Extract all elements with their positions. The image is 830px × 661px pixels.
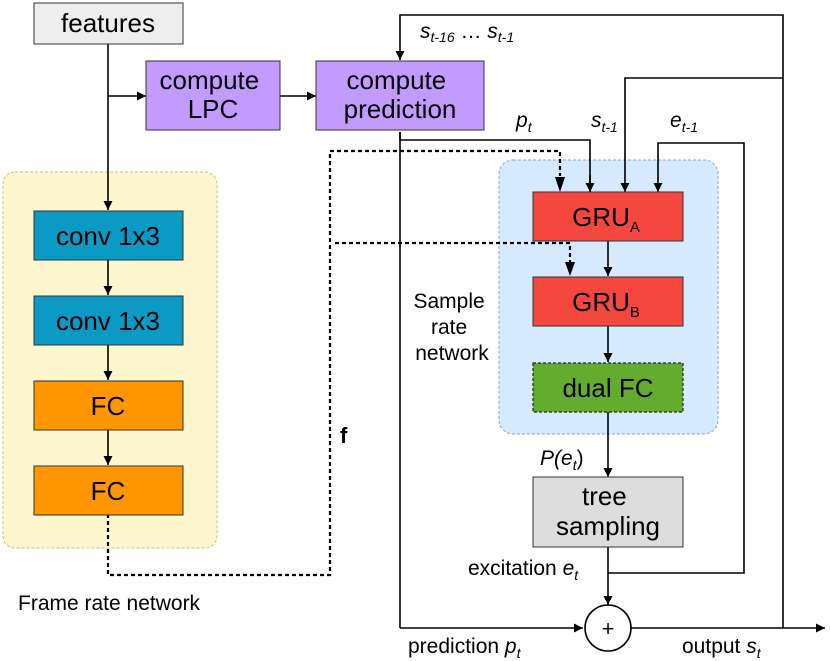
output-label: output st <box>682 635 762 661</box>
s-history-label: st-16 … st-1 <box>420 20 514 45</box>
sample-rate-network-label: Sample rate network <box>413 290 490 365</box>
st1-label: st-1 <box>591 109 618 135</box>
f-label: f <box>340 423 348 448</box>
connections <box>103 14 825 633</box>
prediction-label: prediction pt <box>408 635 522 661</box>
frame-rate-network-label: Frame rate network <box>18 592 201 615</box>
fc-1-label: FC <box>91 391 126 421</box>
excitation-label: excitation et <box>468 557 579 583</box>
features-box <box>33 2 184 45</box>
fc-2-box <box>33 465 184 516</box>
dashed-arrowheads <box>555 177 575 276</box>
features-label: features <box>61 8 155 38</box>
conv-2-label: conv 1x3 <box>56 306 160 336</box>
frame-rate-region <box>2 171 218 549</box>
compute-prediction-box <box>315 60 485 131</box>
p-et-label: P(et) <box>540 447 584 473</box>
dual-fc-box <box>532 362 684 413</box>
tree-sampling-label: tree sampling <box>556 481 660 541</box>
dual-fc-label: dual FC <box>562 373 653 403</box>
pt-label: pt <box>515 109 533 135</box>
et1-label: et-1 <box>670 109 698 135</box>
compute-lpc-box <box>145 60 281 131</box>
conv-2-box <box>33 295 184 346</box>
gru-a-label: GRUA <box>572 202 640 236</box>
gru-a-box <box>532 191 684 242</box>
compute-prediction-label: compute prediction <box>344 65 457 124</box>
conv-1-label: conv 1x3 <box>56 221 160 251</box>
frame-feature-connections <box>106 149 572 577</box>
sum-symbol: + <box>602 616 615 641</box>
fc-1-box <box>33 380 184 431</box>
sum-node <box>584 604 632 652</box>
conv-1-box <box>33 210 184 261</box>
gru-b-label: GRUB <box>572 287 640 321</box>
gru-b-box <box>532 276 684 327</box>
tree-sampling-box <box>532 476 684 548</box>
fc-2-label: FC <box>91 476 126 506</box>
compute-lpc-label: compute LPC <box>160 65 267 124</box>
